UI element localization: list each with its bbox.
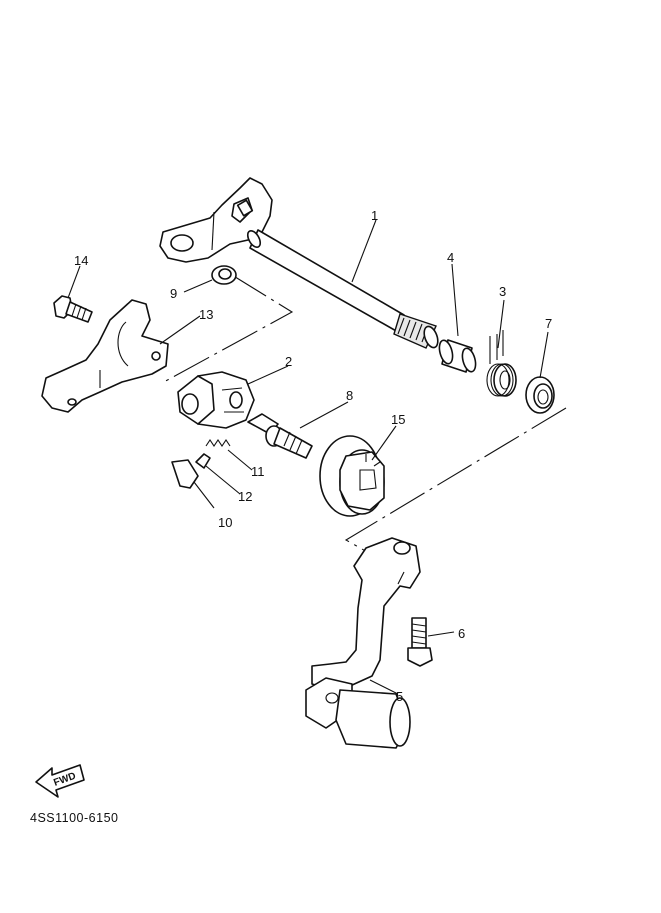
torsion-spring: [486, 330, 517, 397]
callout-15: 15: [391, 412, 405, 427]
stopper-plunger: [171, 459, 199, 489]
oil-seal: [525, 376, 555, 414]
callout-labels: 1 2 3 4 5 6 7 8 9 10 11 12 13 14 15: [74, 208, 552, 704]
circlip: [211, 265, 237, 285]
callout-14: 14: [74, 253, 88, 268]
callout-11: 11: [251, 464, 265, 479]
detent-ball: [195, 453, 211, 469]
stopper-plate: [41, 299, 169, 413]
shift-cam: [319, 435, 385, 517]
stopper-bolt: [247, 413, 313, 459]
callout-2: 2: [285, 354, 292, 369]
callout-8: 8: [346, 388, 353, 403]
detent-spring: [205, 439, 231, 447]
callout-9: 9: [170, 286, 177, 301]
diagram-code: 4SS1100-6150: [30, 811, 118, 825]
callout-5: 5: [396, 689, 403, 704]
collar: [438, 339, 477, 373]
leader-lines: [67, 219, 549, 695]
callout-6: 6: [458, 626, 465, 641]
segment: [177, 371, 255, 429]
forward-arrow-icon: FWD: [35, 764, 85, 798]
callout-3: 3: [499, 284, 506, 299]
callout-13: 13: [199, 307, 213, 322]
shift-shaft: [159, 177, 439, 349]
callout-7: 7: [545, 316, 552, 331]
callout-12: 12: [238, 489, 252, 504]
bolt-small: [53, 295, 93, 323]
shift-pedal: [305, 537, 421, 749]
pedal-bolt: [407, 617, 433, 667]
callout-4: 4: [447, 250, 454, 265]
callout-1: 1: [371, 208, 378, 223]
callout-10: 10: [218, 515, 232, 530]
